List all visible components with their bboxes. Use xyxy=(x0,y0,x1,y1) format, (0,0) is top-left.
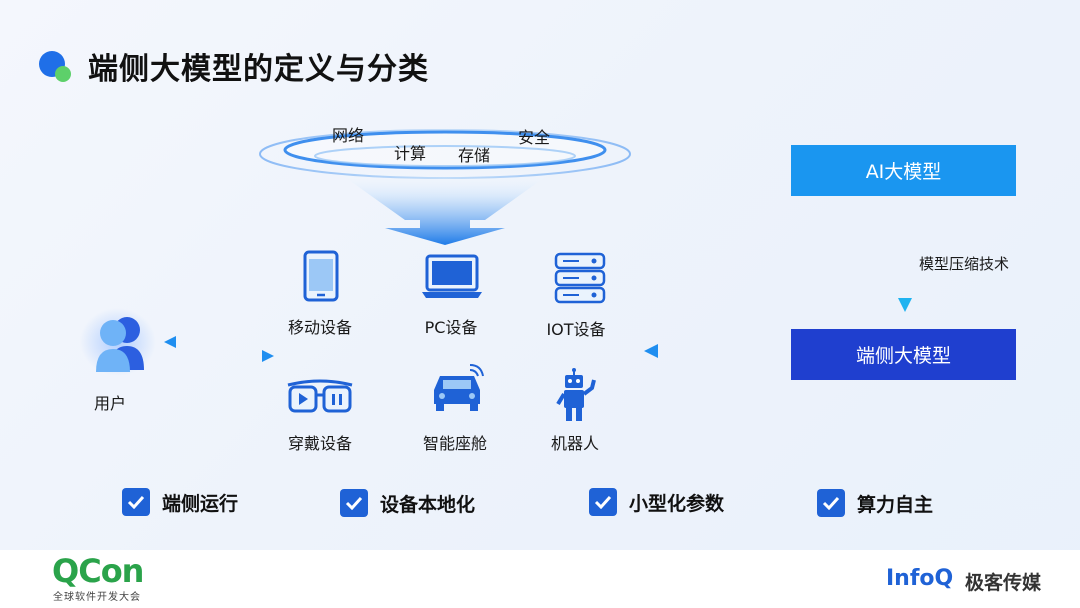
footer-bar xyxy=(0,550,1080,608)
funnel-ring-core xyxy=(314,145,576,167)
feature-item: 设备本地化 xyxy=(340,489,475,517)
ai-model-box: AI大模型 xyxy=(791,145,1016,196)
funnel-ring-inner xyxy=(283,130,607,170)
user-avatar-icon xyxy=(80,308,156,376)
qcon-logo: QCon xyxy=(52,552,144,590)
title-bullet-green-icon xyxy=(55,66,71,82)
edge-model-box: 端侧大模型 xyxy=(791,329,1016,380)
feature-label: 设备本地化 xyxy=(380,493,476,516)
qcon-subtitle: 全球软件开发大会 xyxy=(53,592,141,603)
feature-label: 小型化参数 xyxy=(629,492,725,515)
mobile-device-icon xyxy=(303,250,339,302)
compression-technique-label: 模型压缩技术 xyxy=(919,255,1010,273)
page-title: 端侧大模型的定义与分类 xyxy=(88,52,429,87)
funnel-label-storage: 存储 xyxy=(458,146,491,165)
checkbox-checked-icon xyxy=(122,488,150,516)
user-device-arrows xyxy=(164,336,274,362)
feature-item: 端侧运行 xyxy=(122,488,238,516)
device-label-iot: IOT设备 xyxy=(546,320,606,339)
device-label-robot: 机器人 xyxy=(550,434,600,453)
smart-cockpit-car-icon xyxy=(434,364,484,411)
checkbox-checked-icon xyxy=(817,489,845,517)
funnel-arrow xyxy=(335,170,555,245)
device-label-pc: PC设备 xyxy=(424,318,478,337)
checkbox-checked-icon xyxy=(340,489,368,517)
funnel-ring-outer xyxy=(259,129,631,179)
device-label-cockpit: 智能座舱 xyxy=(422,434,488,453)
funnel-label-compute: 计算 xyxy=(394,144,427,163)
edge-to-devices-arrow xyxy=(644,344,778,358)
checkbox-checked-icon xyxy=(589,488,617,516)
funnel-label-network: 网络 xyxy=(332,126,365,145)
infoq-logo: InfoQ xyxy=(886,566,954,591)
funnel-graphic xyxy=(259,129,631,245)
funnel-label-security: 安全 xyxy=(518,128,551,147)
wearable-glasses-icon xyxy=(287,379,353,413)
geek-media-logo: 极客传媒 xyxy=(965,572,1042,594)
feature-label: 算力自主 xyxy=(857,493,934,516)
user-label: 用户 xyxy=(94,394,127,413)
pc-device-icon xyxy=(422,254,482,298)
compression-down-arrow xyxy=(898,206,912,312)
iot-server-icon xyxy=(554,252,606,304)
device-label-mobile: 移动设备 xyxy=(287,318,353,337)
feature-item: 小型化参数 xyxy=(589,488,724,516)
feature-label: 端侧运行 xyxy=(162,492,239,515)
robot-icon xyxy=(556,368,596,421)
feature-item: 算力自主 xyxy=(817,489,933,517)
device-label-wearable: 穿戴设备 xyxy=(287,434,353,453)
